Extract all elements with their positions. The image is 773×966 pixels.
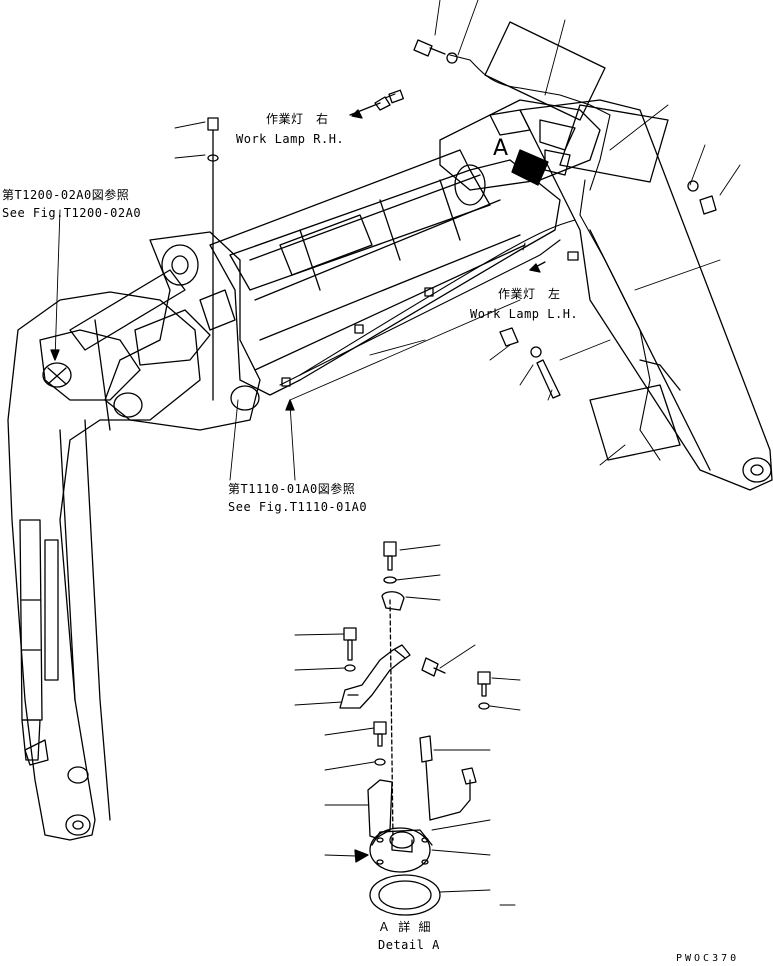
detail-a-leaders bbox=[294, 544, 521, 906]
detail-a-assembly bbox=[339, 541, 491, 916]
boom-foot-pin bbox=[42, 244, 199, 388]
bolt-top-left bbox=[413, 39, 458, 64]
ref-t1200-en: See Fig.T1200-02A0 bbox=[2, 206, 142, 220]
detail-a-en: Detail A bbox=[378, 938, 440, 952]
boom-arm bbox=[7, 291, 201, 841]
ref-t1200-jp: 第T1200-02A0図参照 bbox=[2, 188, 130, 202]
boom-bracket bbox=[104, 231, 261, 431]
work-lamp-rh-jp: 作業灯 右 bbox=[266, 112, 329, 126]
view-a-box bbox=[484, 21, 681, 461]
bolt-right bbox=[687, 180, 717, 215]
bolt-left-vertical bbox=[207, 117, 219, 401]
ref-t1110-en: See Fig.T1110-01A0 bbox=[228, 500, 368, 514]
detail-a-jp: Ａ 詳 細 bbox=[378, 920, 431, 934]
view-a-marker: A bbox=[493, 136, 509, 161]
lamp-leader-arrows bbox=[349, 96, 546, 273]
harness bbox=[279, 54, 661, 461]
drawing-code: PWOC370 bbox=[676, 953, 740, 964]
leader-lines bbox=[54, 0, 741, 481]
reference-arrows bbox=[50, 349, 295, 411]
work-lamp-lh-en: Work Lamp L.H. bbox=[470, 307, 579, 321]
work-lamp-lh-jp: 作業灯 左 bbox=[498, 287, 561, 301]
work-lamp-rh-en: Work Lamp R.H. bbox=[236, 132, 345, 146]
bolt-mid-right bbox=[499, 327, 561, 399]
harness-clips bbox=[281, 89, 579, 387]
ref-t1110-jp: 第T1110-01A0図参照 bbox=[228, 482, 356, 496]
arm-cylinder bbox=[229, 164, 491, 291]
arm-body bbox=[209, 149, 561, 396]
